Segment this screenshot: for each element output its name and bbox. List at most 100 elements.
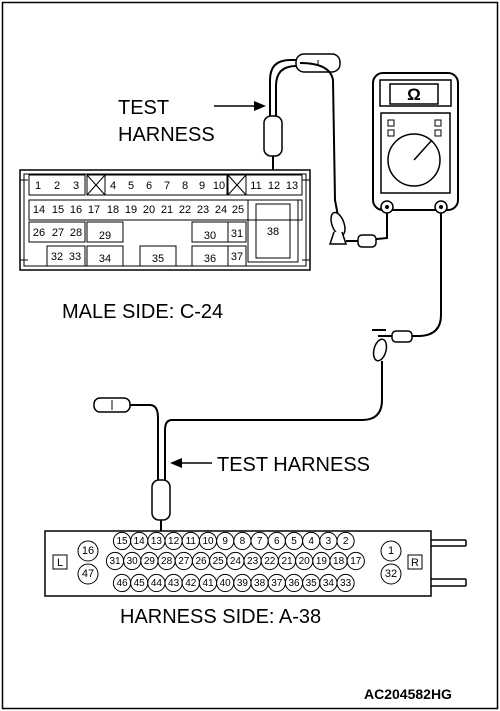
a38-pin: 2: [343, 536, 349, 547]
c24-pin: 12: [268, 180, 280, 192]
c24-pin: 9: [199, 180, 205, 192]
a38-pin: 9: [222, 536, 228, 547]
a38-pin: 47: [82, 568, 94, 580]
figure-code: AC204582HG: [364, 686, 452, 702]
c24-pin: 18: [107, 204, 119, 216]
c24-pin: 2: [54, 180, 60, 192]
c24-pin: 5: [128, 180, 134, 192]
c24-pin: 34: [99, 253, 111, 265]
c24-pin: 14: [33, 204, 45, 216]
a38-pin: 5: [291, 536, 297, 547]
a38-pin: 13: [151, 536, 163, 547]
a38-pin: 36: [288, 578, 300, 589]
a38-pin: 40: [220, 578, 232, 589]
test-harness-label-line1: TEST: [118, 97, 169, 119]
c24-pin: 26: [33, 227, 45, 239]
a38-pin: 8: [240, 536, 246, 547]
c24-pin: 3: [73, 180, 79, 192]
c24-pin: 25: [232, 204, 244, 216]
c24-pin: 31: [231, 228, 243, 240]
c24-pin: 4: [110, 180, 116, 192]
c24-pin: 30: [204, 230, 216, 242]
test-harness-bottom-label: TEST HARNESS: [217, 454, 370, 476]
c24-pin: 20: [143, 204, 155, 216]
a38-pin: 21: [281, 556, 293, 567]
a38-pin: 43: [168, 578, 180, 589]
c24-pin: 16: [70, 204, 82, 216]
a38-pin: 12: [168, 536, 180, 547]
a38-pin: 28: [161, 556, 173, 567]
ohmmeter: Ω: [372, 72, 459, 214]
c24-pin: 13: [286, 180, 298, 192]
c24-pin: 21: [161, 204, 173, 216]
c24-pin: 33: [69, 251, 81, 263]
c24-pin: 17: [88, 204, 100, 216]
c24-pin: 32: [51, 251, 63, 263]
a38-pin: 3: [326, 536, 332, 547]
a38-pin: 24: [230, 556, 242, 567]
c24-pin: 38: [267, 226, 279, 238]
a38-pin: 34: [323, 578, 335, 589]
c24-pin: 10: [213, 180, 225, 192]
a38-pin: 7: [257, 536, 263, 547]
a38-pin: 38: [254, 578, 266, 589]
a38-pin: 23: [247, 556, 259, 567]
a38-pin: 19: [316, 556, 328, 567]
test-harness-label-line2: HARNESS: [118, 124, 215, 146]
a38-pin: 14: [134, 536, 146, 547]
a38-end-left: L: [57, 557, 63, 569]
probe-1: [328, 211, 388, 248]
a38-pin-cavity: [336, 573, 355, 593]
a38-pin: 37: [271, 578, 283, 589]
a38-pin: 30: [127, 556, 139, 567]
c24-pin: 35: [152, 253, 164, 265]
a38-pin: 32: [385, 568, 397, 580]
c24-pin: 37: [231, 251, 243, 263]
a38-end-right: R: [411, 557, 419, 569]
c24-pin: 6: [146, 180, 152, 192]
a38-pin: 27: [178, 556, 190, 567]
a38-pin: 46: [116, 578, 128, 589]
a38-pin: 45: [134, 578, 146, 589]
a38-pin: 18: [333, 556, 345, 567]
a38-pin: 39: [237, 578, 249, 589]
a38-pin: 26: [195, 556, 207, 567]
meter-symbol: Ω: [407, 85, 421, 104]
a38-pin: 16: [82, 545, 94, 557]
c24-pin: 36: [204, 253, 216, 265]
probe-2: [172, 213, 442, 421]
a38-pin: 1: [388, 545, 394, 557]
a38-pin: 15: [116, 536, 128, 547]
harness-side-label: HARNESS SIDE: A-38: [120, 606, 321, 628]
a38-pin: 17: [350, 556, 362, 567]
c24-pin: 11: [250, 180, 261, 192]
top-test-harness: [263, 53, 341, 180]
c24-pin: 1: [35, 180, 41, 192]
c24-pin: 22: [179, 204, 191, 216]
a38-pin: 11: [186, 536, 197, 547]
top-probe-wire: [299, 62, 339, 217]
a38-pin: 4: [308, 536, 314, 547]
a38-pin: 10: [202, 536, 214, 547]
c24-pin: 29: [99, 230, 111, 242]
c24-pin: 19: [125, 204, 137, 216]
a38-pin: 22: [264, 556, 276, 567]
c24-pin: 27: [52, 227, 64, 239]
c24-pin: 28: [70, 227, 82, 239]
top-harness-label: TEST HARNESS: [118, 97, 266, 146]
a38-pin: 33: [340, 578, 352, 589]
a38-pin: 6: [274, 536, 280, 547]
a38-pin: 29: [144, 556, 156, 567]
c24-pin: 7: [164, 180, 170, 192]
a38-pin: 35: [306, 578, 318, 589]
a38-pin: 20: [299, 556, 311, 567]
a38-pin-cavity: [336, 531, 355, 551]
a38-pin: 44: [151, 578, 163, 589]
male-side-label: MALE SIDE: C-24: [62, 301, 223, 323]
a38-pin: 42: [185, 578, 197, 589]
a38-pin-cavity: [346, 551, 365, 571]
connector-c24: 1 2 3 4 5 6 7 8 9 10 11 12 13 14 15 16 1…: [19, 169, 311, 271]
